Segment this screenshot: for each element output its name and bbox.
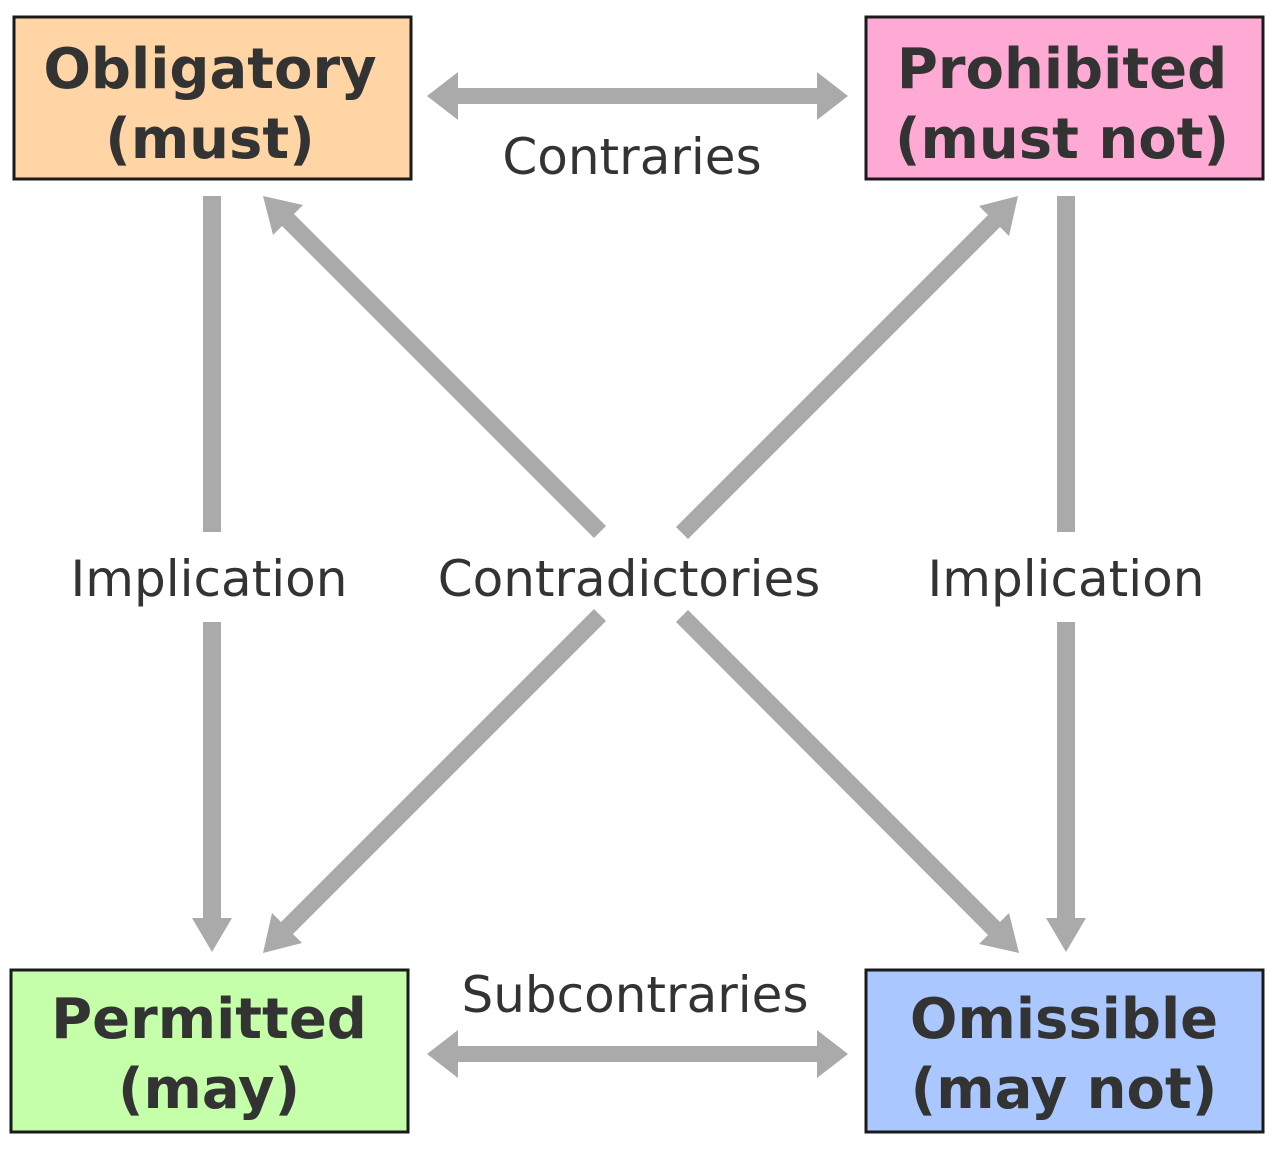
box-obligatory-line1: Obligatory — [43, 37, 376, 102]
box-obligatory-rect — [12, 15, 413, 181]
implication-left-shaft-bottom — [203, 622, 221, 922]
label-contradictories: Contradictories — [438, 550, 821, 608]
contradictory-arrow-to-omissible — [676, 610, 1019, 953]
implication-right-shaft-top — [1057, 196, 1075, 532]
box-omissible-line1: Omissible — [910, 987, 1218, 1052]
label-subcontraries: Subcontraries — [462, 966, 809, 1024]
box-omissible-rect — [864, 968, 1265, 1134]
box-prohibited-rect — [864, 15, 1265, 181]
box-omissible-line2: (may not) — [911, 1057, 1218, 1122]
box-omissible: Omissible (may not) — [864, 968, 1265, 1134]
label-implication-left: Implication — [71, 550, 348, 608]
box-permitted: Permitted (may) — [9, 968, 410, 1134]
box-obligatory: Obligatory (must) — [12, 15, 413, 181]
box-permitted-line2: (may) — [118, 1057, 300, 1122]
implication-right-shaft-bottom — [1057, 622, 1075, 922]
box-obligatory-line2: (must) — [105, 107, 315, 172]
label-contraries: Contraries — [502, 128, 761, 186]
implication-right-arrowhead — [1046, 918, 1086, 952]
implication-left-shaft-top — [203, 196, 221, 532]
label-implication-right: Implication — [928, 550, 1205, 608]
box-prohibited-line1: Prohibited — [897, 37, 1227, 102]
box-prohibited-line2: (must not) — [895, 107, 1229, 172]
subcontraries-arrow — [427, 1030, 848, 1078]
contradictory-arrow-to-obligatory — [263, 196, 606, 538]
box-permitted-line1: Permitted — [51, 987, 367, 1052]
box-prohibited: Prohibited (must not) — [864, 15, 1265, 181]
contradictory-arrow-to-prohibited — [676, 196, 1018, 539]
contradictory-arrow-to-permitted — [263, 609, 606, 953]
box-permitted-rect — [9, 968, 410, 1134]
arrows — [192, 72, 1086, 1078]
contraries-arrow — [427, 72, 848, 120]
implication-left-arrowhead — [192, 918, 232, 952]
